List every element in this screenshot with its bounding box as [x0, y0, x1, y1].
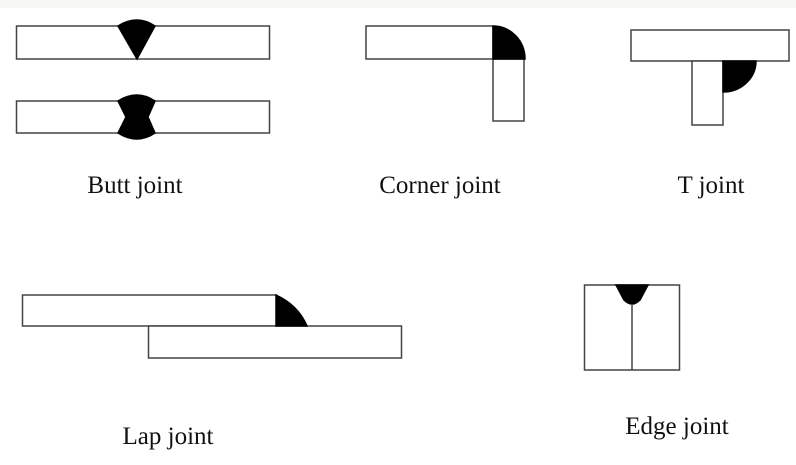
butt-joint-single-v — [15, 19, 271, 61]
weld-bead — [116, 19, 156, 61]
weld-bead — [275, 293, 309, 327]
weld-bead — [722, 60, 757, 93]
butt-joint-label: Butt joint — [87, 172, 183, 199]
lap-joint — [21, 293, 403, 359]
weld-bead — [117, 94, 156, 140]
edge-joint — [583, 284, 681, 371]
t-joint — [630, 29, 790, 126]
edge-joint-label: Edge joint — [625, 413, 729, 440]
top-band — [0, 0, 796, 8]
weld-bead — [492, 25, 526, 60]
corner-joint — [365, 25, 526, 122]
butt-joint-double-v — [15, 94, 271, 140]
lap-joint-label: Lap joint — [122, 423, 214, 450]
t-joint-label: T joint — [677, 172, 745, 199]
weld-bead — [614, 284, 650, 305]
corner-joint-label: Corner joint — [379, 172, 501, 199]
